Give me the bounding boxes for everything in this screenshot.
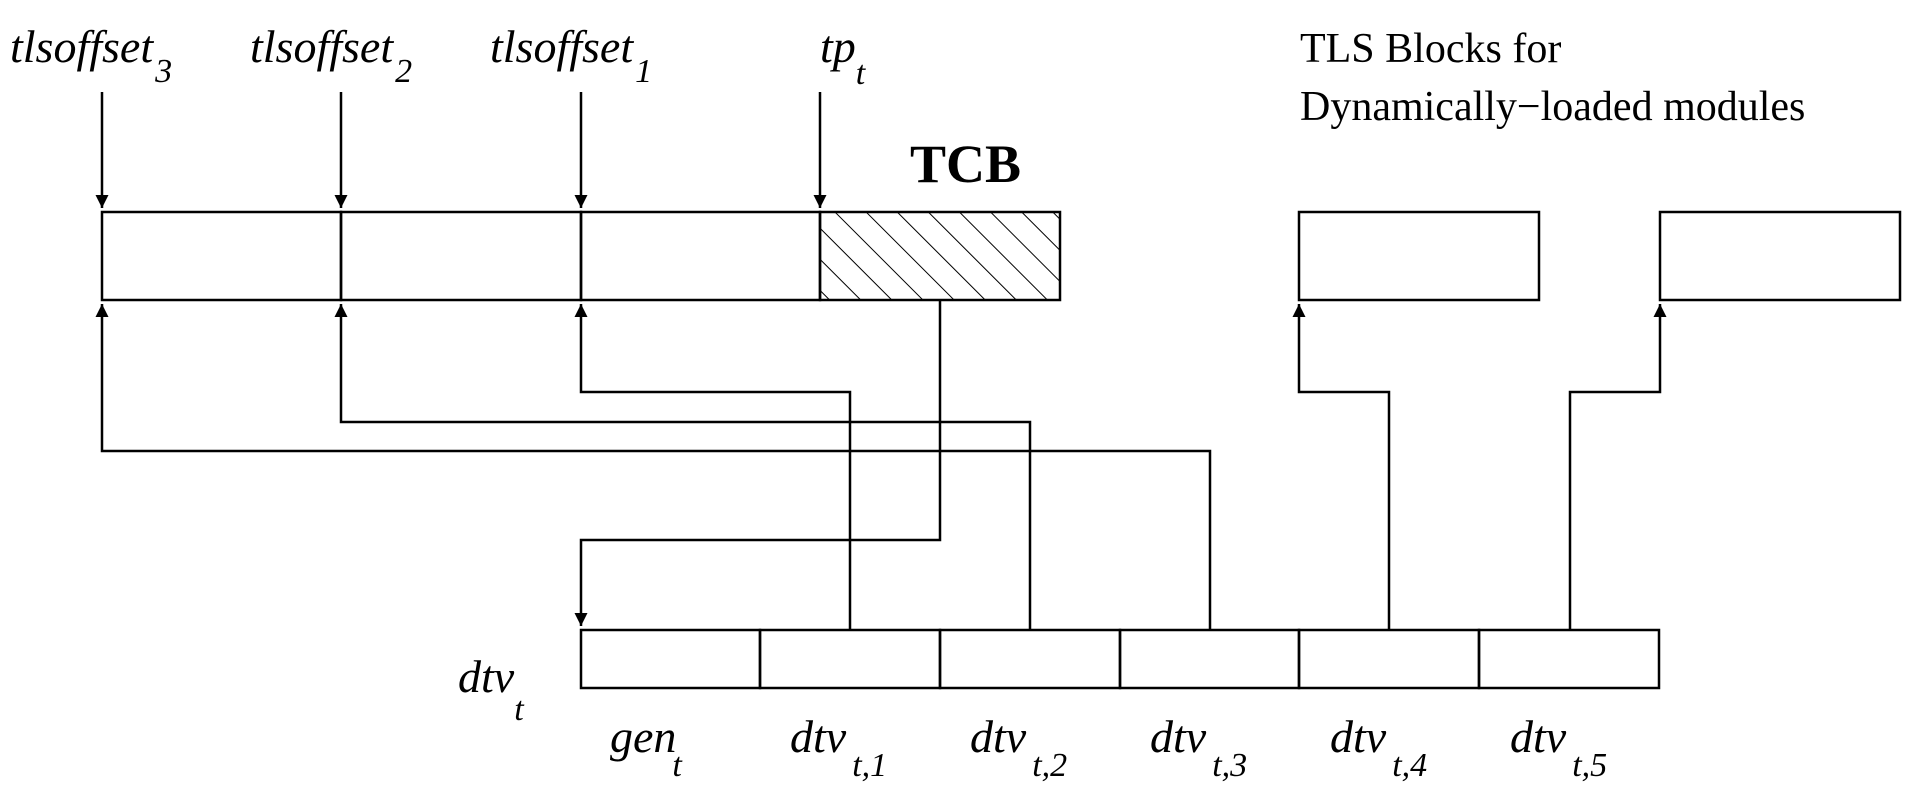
dynamic-tls-block-5 bbox=[1658, 210, 1902, 302]
tcb-block bbox=[818, 210, 1062, 302]
slot-label-dtv3: dtvt,3 bbox=[1150, 711, 1247, 784]
dtv-slot-gen bbox=[579, 628, 762, 690]
slot-label-dtv1: dtvt,1 bbox=[790, 711, 887, 784]
dynamic-tls-block-4 bbox=[1297, 210, 1541, 302]
tcb-dtv-pointer bbox=[574, 300, 942, 626]
tlsoffset-3-label: tlsoffset3 bbox=[10, 21, 172, 90]
tcb-label: TCB bbox=[910, 134, 1021, 194]
dynamic-modules-label-line1: TLS Blocks for bbox=[1300, 26, 1561, 72]
dtv-slot-2 bbox=[938, 628, 1122, 690]
static-tls-block-1 bbox=[579, 210, 822, 302]
dtv-3-connector bbox=[95, 304, 1212, 630]
slot-label-dtv5: dtvt,5 bbox=[1510, 711, 1607, 784]
dtv-array-label: dtvt bbox=[458, 651, 525, 728]
tlsoffset-2-label: tlsoffset2 bbox=[250, 21, 412, 90]
dtv-1-connector bbox=[574, 304, 852, 630]
static-tls-block-3 bbox=[100, 210, 343, 302]
slot-label-dtv2: dtvt,2 bbox=[970, 711, 1067, 784]
tlsoffset-1-label: tlsoffset1 bbox=[490, 21, 652, 90]
slot-label-dtv4: dtvt,4 bbox=[1330, 711, 1427, 784]
dtv-slot-3 bbox=[1118, 628, 1301, 690]
dtv-5-connector bbox=[1568, 304, 1667, 630]
dtv-slot-5 bbox=[1477, 628, 1661, 690]
dtv-slot-4 bbox=[1297, 628, 1481, 690]
dtv-4-connector bbox=[1292, 304, 1391, 630]
dtv-2-connector bbox=[334, 304, 1032, 630]
tp-label: tpt bbox=[820, 21, 867, 92]
dtv-slot-1 bbox=[758, 628, 942, 690]
static-tls-block-2 bbox=[339, 210, 583, 302]
dynamic-modules-label-line2: Dynamically−loaded modules bbox=[1300, 84, 1805, 130]
